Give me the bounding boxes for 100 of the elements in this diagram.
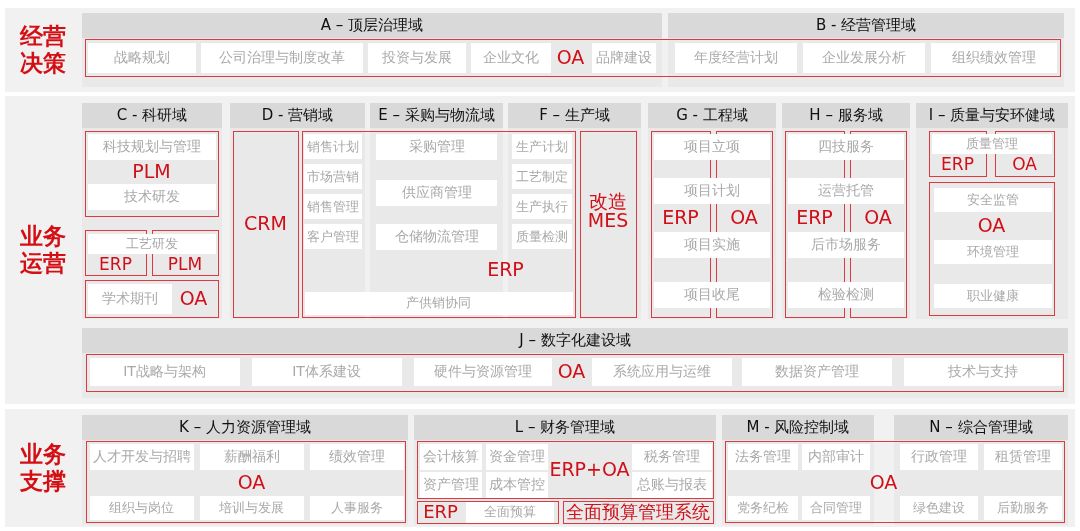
- function-tile: 薪酬福利: [199, 443, 304, 470]
- system-label: OA: [236, 470, 267, 495]
- function-tile: IT战略与架构: [89, 357, 240, 386]
- system-frame: [417, 441, 714, 499]
- function-tile: 检验检测: [788, 282, 904, 308]
- system-frame: [233, 131, 299, 318]
- system-label: OA: [555, 45, 586, 70]
- function-tile: 项目收尾: [654, 282, 770, 308]
- function-tile: 会计核算: [419, 443, 482, 470]
- function-tile: 企业文化: [471, 43, 551, 73]
- function-tile: 项目实施: [654, 232, 770, 258]
- function-tile: 组织与岗位: [89, 495, 194, 520]
- function-tile: 资金管理: [485, 443, 548, 470]
- domain-panel: [414, 415, 716, 525]
- function-tile: 全面预算: [465, 501, 554, 523]
- system-label: ERP: [795, 205, 834, 230]
- system-label: OA: [1011, 153, 1038, 176]
- function-tile: 党务纪检: [728, 496, 798, 520]
- layer-title: 业务运营: [19, 223, 67, 277]
- function-tile: 人才开发与招聘: [89, 443, 194, 470]
- function-tile: 科技规划与管理: [87, 133, 216, 160]
- function-tile: 培训与发展: [199, 495, 304, 520]
- system-label: OA: [863, 205, 893, 230]
- function-tile: 硬件与资源管理: [413, 357, 552, 386]
- function-tile: 项目计划: [654, 178, 770, 204]
- function-tile: 后市场服务: [788, 232, 904, 258]
- domain-panel: [82, 103, 222, 319]
- system-label: ERP: [486, 257, 525, 282]
- function-tile: 技术研发: [87, 183, 216, 210]
- system-label: 全面预算管理系统: [565, 500, 711, 524]
- domain-header: I – 质量与安环健域: [916, 103, 1068, 128]
- function-tile: 职业健康: [933, 283, 1052, 308]
- function-tile: 绩效管理: [309, 443, 404, 470]
- system-label: PLM: [166, 253, 204, 276]
- system-label: OA: [556, 359, 587, 384]
- function-tile: 战略规划: [88, 43, 196, 73]
- layer-band: [5, 409, 1075, 527]
- function-tile: 内部审计: [802, 444, 870, 470]
- system-label: 改造 MES: [586, 189, 630, 232]
- function-tile: 资产管理: [419, 471, 482, 498]
- function-tile: 公司治理与制度改革: [201, 43, 363, 73]
- function-tile: 合同管理: [802, 496, 870, 520]
- function-tile: 租赁管理: [984, 444, 1062, 470]
- system-label: ERP+OA: [548, 457, 631, 482]
- function-tile: 运营托管: [788, 178, 904, 204]
- function-tile: 质量检测: [512, 224, 572, 249]
- system-label: ERP: [422, 500, 459, 524]
- function-tile: 数据资产管理: [741, 357, 892, 386]
- system-frame: [85, 39, 1061, 77]
- function-tile: 投资与发展: [368, 43, 466, 73]
- system-frame: [929, 182, 1055, 316]
- domain-header: B - 经营管理域: [668, 13, 1064, 38]
- system-label: PLM: [131, 159, 172, 184]
- function-tile: 生产执行: [512, 194, 572, 219]
- domain-header: J – 数字化建设域: [82, 328, 1068, 353]
- function-tile: 年度经营计划: [675, 43, 797, 73]
- domain-panel: [916, 103, 1068, 319]
- system-label: CRM: [243, 211, 288, 236]
- function-tile: 后勤服务: [984, 496, 1062, 520]
- system-frame: [85, 280, 219, 318]
- function-tile: 法务管理: [728, 444, 798, 470]
- function-tile: 行政管理: [900, 444, 978, 470]
- system-frame: [302, 131, 576, 318]
- domain-panel: [82, 328, 1068, 398]
- domain-header: L – 财务管理域: [414, 415, 716, 440]
- domain-header: G - 工程域: [648, 103, 776, 128]
- function-tile: 技术与支持: [903, 357, 1062, 386]
- function-tile: 组织绩效管理: [931, 43, 1057, 73]
- layer-title: 业务支撑: [19, 441, 67, 495]
- domain-header: F – 生产域: [508, 103, 641, 128]
- system-label: ERP: [661, 205, 700, 230]
- function-tile: 安全监管: [933, 187, 1052, 212]
- function-tile: 工艺制定: [512, 164, 572, 189]
- function-tile: 品牌建设: [592, 43, 656, 73]
- system-label: ERP: [98, 253, 133, 276]
- function-tile: 成本管控: [485, 471, 548, 498]
- domain-header: M - 风险控制域: [722, 415, 874, 440]
- system-frame: [152, 230, 219, 276]
- domain-header: K – 人力资源管理域: [82, 415, 408, 440]
- function-tile: 生产计划: [512, 134, 572, 159]
- system-frame: [725, 441, 1065, 523]
- function-tile: 市场营销: [304, 164, 362, 189]
- domain-header: C - 科研域: [82, 103, 222, 128]
- function-tile: 四技服务: [788, 134, 904, 160]
- domain-panel: [782, 103, 910, 319]
- system-frame: [86, 441, 406, 523]
- function-tile: 产供销协同: [304, 291, 573, 315]
- function-tile: 人事服务: [309, 495, 404, 520]
- domain-header: N – 综合管理域: [894, 415, 1068, 440]
- system-label: OA: [729, 205, 759, 230]
- function-tile: 客户管理: [304, 224, 362, 249]
- system-label: OA: [178, 286, 209, 311]
- function-tile: 税务管理: [631, 443, 712, 470]
- function-tile: 销售管理: [304, 194, 362, 219]
- layer-title: 经营决策: [19, 23, 67, 77]
- function-tile: 销售计划: [304, 134, 362, 159]
- function-tile: IT体系建设: [251, 357, 402, 386]
- function-tile: 企业发展分析: [803, 43, 925, 73]
- function-tile: 总账与报表: [631, 471, 712, 498]
- domain-header: H – 服务域: [782, 103, 910, 128]
